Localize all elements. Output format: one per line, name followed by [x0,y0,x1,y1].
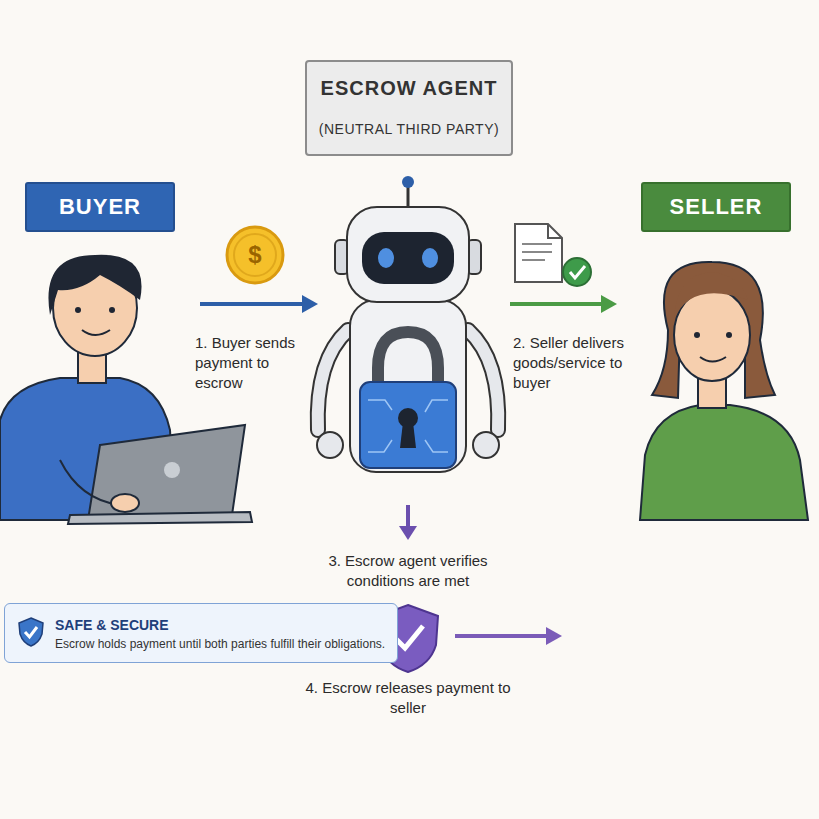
buyer-label-box: BUYER [25,182,175,232]
document-icon [515,224,591,286]
coin-symbol: $ [240,241,270,269]
shield-icon [17,616,45,648]
node-body: (NEUTRAL THIRD PARTY) [315,120,503,138]
step-label: 3. Escrow agent verifies conditions are … [298,551,518,591]
step-label: 2. Seller delivers goods/service to buye… [513,333,633,393]
node-heading: SELLER [670,194,763,220]
delivery-arrow [510,295,617,313]
step-label: 1. Buyer sends payment to escrow [195,333,307,393]
robot-agent [317,176,499,472]
payment-arrow [200,295,318,313]
seller-figure [640,262,808,520]
step-label: 4. Escrow releases payment to seller [298,678,518,718]
verify-arrow [399,505,417,540]
node-heading: BUYER [59,194,141,220]
node-heading: ESCROW AGENT [315,76,503,100]
node-heading: SAFE & SECURE [55,616,387,634]
info-box: SAFE & SECURE Escrow holds payment until … [4,603,398,663]
seller-label-box: SELLER [641,182,791,232]
node-body: Escrow holds payment until both parties … [55,637,387,652]
agent-title-box: ESCROW AGENT (NEUTRAL THIRD PARTY) [305,60,513,156]
coin-icon [227,227,283,283]
